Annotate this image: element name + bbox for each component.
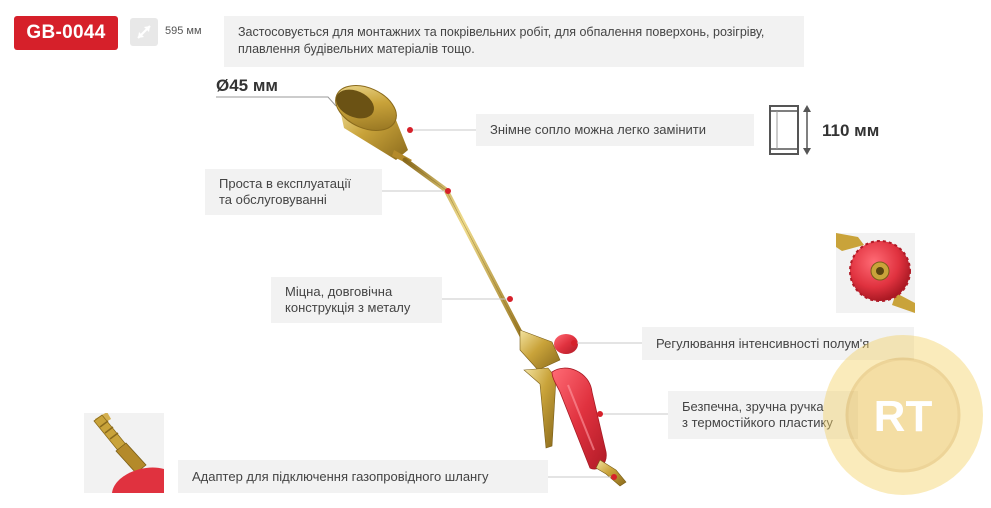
callout-adapter: Адаптер для підключення газопровідного ш… bbox=[178, 460, 548, 493]
callout-easy-use: Проста в експлуатації та обслуговуванні bbox=[205, 169, 382, 215]
callout-handle-line1: Безпечна, зручна ручка bbox=[682, 399, 824, 414]
callout-flame-text: Регулювання інтенсивності полум'я bbox=[656, 335, 870, 351]
product-description: Застосовується для монтажних та покрівел… bbox=[224, 16, 804, 67]
diagonal-arrows-icon bbox=[130, 18, 158, 46]
nozzle-diameter-label: Ø45 мм bbox=[216, 76, 279, 95]
callout-handle-line2: з термостійкого пластику bbox=[682, 415, 833, 430]
callout-durable-line2: конструкція з металу bbox=[285, 300, 411, 315]
callout-handle: Безпечна, зручна ручка з термостійкого п… bbox=[668, 391, 858, 439]
watermark-logo: RT bbox=[820, 332, 986, 498]
nozzle-cup bbox=[335, 85, 412, 164]
cylinder-outline-icon bbox=[765, 102, 815, 158]
callout-nozzle: Знімне сопло можна легко замінити bbox=[476, 114, 754, 146]
product-length: 595 мм bbox=[165, 25, 202, 37]
callout-flame-regulation: Регулювання інтенсивності полум'я bbox=[642, 327, 914, 360]
callout-easy-use-line1: Проста в експлуатації bbox=[219, 176, 351, 191]
nozzle-height-label: 110 мм bbox=[822, 121, 880, 140]
svg-text:RT: RT bbox=[874, 392, 933, 441]
callout-easy-use-line2: та обслуговуванні bbox=[219, 192, 327, 207]
hose-adapter-detail-image bbox=[84, 413, 164, 493]
product-code-badge: GB-0044 bbox=[14, 16, 118, 50]
callout-adapter-text: Адаптер для підключення газопровідного ш… bbox=[192, 468, 489, 484]
callout-nozzle-text: Знімне сопло можна легко замінити bbox=[490, 122, 707, 137]
callout-durable: Міцна, довговічна конструкція з металу bbox=[271, 277, 442, 323]
valve-knob-detail-image bbox=[836, 233, 915, 313]
callout-durable-line1: Міцна, довговічна bbox=[285, 284, 393, 299]
